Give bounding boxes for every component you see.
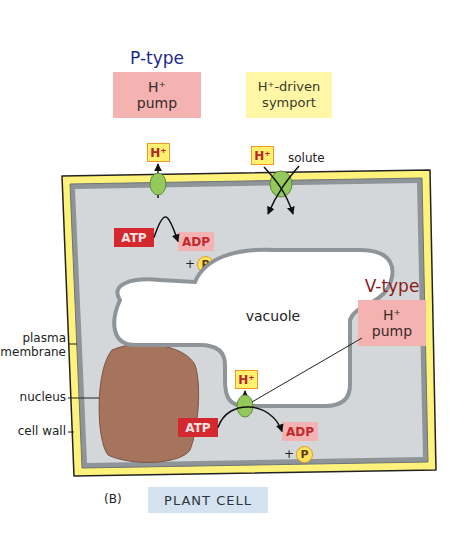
pump-transporter — [150, 173, 166, 195]
pump-box: V-typeH⁺ pump — [358, 274, 426, 346]
leader-line — [68, 344, 77, 345]
leader-line — [68, 432, 74, 433]
solute-arrow — [268, 166, 299, 214]
box-text: H⁺ — [150, 146, 166, 160]
box-text: P — [300, 448, 308, 461]
part-label: nucleus — [0, 390, 66, 404]
vacuole-label: vacuole — [218, 308, 328, 324]
atp-box: ATP — [114, 228, 154, 247]
reaction-arrow — [218, 407, 282, 432]
proton-arrow — [157, 164, 159, 198]
proton-tag: H⁺ — [235, 370, 258, 389]
pump-text: H⁺ pump — [135, 79, 179, 111]
pump-text: H⁺ pump — [370, 307, 414, 339]
box-text: H⁺ — [254, 149, 270, 163]
nucleus-shape — [99, 344, 199, 462]
vacuole-transporter — [237, 395, 253, 417]
symport-box: H⁺-driven symport — [246, 72, 332, 118]
solute-label: solute — [288, 151, 338, 165]
leader-line — [68, 398, 99, 399]
part-label: plasma membrane — [0, 331, 66, 360]
type-heading: P-type — [103, 46, 211, 70]
vacuole-shape: vacuoleH⁺ — [108, 246, 400, 410]
adp-box: ADP — [282, 422, 318, 441]
box-text: ATP — [121, 231, 146, 245]
plus-sign: + — [284, 447, 296, 461]
atp-box: ATP — [178, 418, 218, 437]
vacuole-membrane — [114, 250, 392, 406]
caption-box: PLANT CELL — [148, 487, 268, 513]
plasma-membrane-shape — [70, 178, 428, 468]
plus-sign: + — [185, 257, 197, 271]
panel-letter: (B) — [104, 492, 140, 506]
box-text: H⁺-driven symport — [252, 79, 326, 110]
pump-fill: H⁺ pump — [358, 300, 426, 346]
symport-transporter — [270, 171, 292, 197]
proton-arrow — [264, 167, 293, 214]
reaction-arrow — [154, 217, 178, 242]
proton-arrow — [244, 391, 246, 416]
type-heading: V-type — [348, 274, 436, 298]
part-label: cell wall — [0, 424, 66, 438]
box-text: ADP — [286, 425, 314, 439]
proton-tag: H⁺ — [251, 146, 274, 165]
box-text: H⁺ — [238, 373, 254, 387]
phosphate-circle: P — [296, 446, 313, 463]
box-text: ATP — [185, 421, 210, 435]
leader-line — [252, 338, 362, 402]
pump-fill: H⁺ pump — [113, 72, 201, 118]
cell-wall-shape — [62, 170, 436, 476]
adp-box: ADP — [178, 232, 214, 251]
box-text: ADP — [182, 235, 210, 249]
pump-box: P-typeH⁺ pump — [113, 46, 201, 118]
proton-tag: H⁺ — [147, 143, 170, 162]
